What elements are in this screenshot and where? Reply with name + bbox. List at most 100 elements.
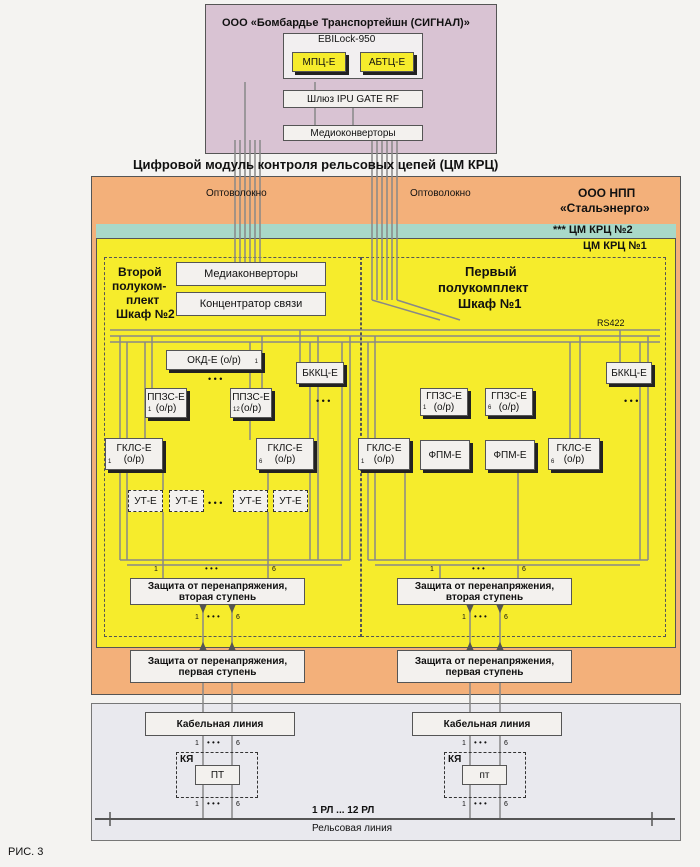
left-p2-ellipsis: • • • xyxy=(207,612,220,621)
right-kya-label: КЯ xyxy=(448,754,462,765)
right-p2-6: 6 xyxy=(504,614,508,621)
left-cable-box: Кабельная линия xyxy=(145,712,295,736)
right-gkls-6-label: ГКЛС-Е (о/р) xyxy=(556,443,592,465)
left-rail-1: 1 xyxy=(195,801,199,808)
left-kya-label: КЯ xyxy=(180,754,194,765)
left-title-2: полуком- xyxy=(112,279,167,293)
gpzs-1-index: 1 xyxy=(423,405,427,411)
ut-box-4: УТ-Е xyxy=(273,490,308,512)
right-protect2-box: Защита от перенапряжения, вторая ступень xyxy=(397,578,572,605)
left-bundle-6: 6 xyxy=(272,566,276,573)
ppzs-box-12: ППЗС-Е (о/р) 12 xyxy=(230,388,272,418)
ppzs-box-1: ППЗС-Е (о/р) 1 xyxy=(145,388,187,418)
left-cable-6: 6 xyxy=(236,740,240,747)
left-protect2-label: Защита от перенапряжения, вторая ступень xyxy=(147,580,288,603)
main-title: Цифровой модуль контроля рельсовых цепей… xyxy=(133,157,499,172)
ppzs-1-index: 1 xyxy=(148,407,152,413)
ut-ellipsis: • • • xyxy=(208,498,223,508)
left-gkls-1-index: 1 xyxy=(108,459,112,465)
right-rail-ellipsis: • • • xyxy=(474,799,487,808)
left-gkls-1-label: ГКЛС-Е (о/р) xyxy=(116,443,152,465)
okd-index: 1 xyxy=(254,359,258,365)
top-mediaconverters-box: Медиоконверторы xyxy=(283,125,423,141)
left-bundle-ellipsis: • • • xyxy=(205,564,218,573)
left-bkkc-box: БККЦ-Е xyxy=(296,362,344,384)
right-protect2-label: Защита от перенапряжения, вторая ступень xyxy=(414,580,555,603)
right-cable-box: Кабельная линия xyxy=(412,712,562,736)
left-protect1-box: Защита от перенапряжения, первая ступень xyxy=(130,650,305,683)
right-cable-6: 6 xyxy=(504,740,508,747)
right-p2-1: 1 xyxy=(462,614,466,621)
gateway-box: Шлюз IPU GATE RF xyxy=(283,90,423,108)
left-gkls-box-6: ГКЛС-Е (о/р) 6 xyxy=(256,438,314,470)
left-protect2-box: Защита от перенапряжения, вторая ступень xyxy=(130,578,305,605)
right-ellipsis-bkkc: • • • xyxy=(624,396,639,406)
left-ellipsis-bkkc: • • • xyxy=(316,396,331,406)
fiber-left-label: Оптоволокно xyxy=(206,188,267,199)
right-protect1-label: Защита от перенапряжения, первая ступень xyxy=(414,655,555,678)
company-line1: ООО НПП xyxy=(578,186,636,200)
right-bundle-ellipsis: • • • xyxy=(472,564,485,573)
ebilock-label: EBILock-950 xyxy=(318,34,376,45)
left-gkls-6-index: 6 xyxy=(259,459,263,465)
left-ellipsis-okd: • • • xyxy=(208,374,223,384)
left-p2-6: 6 xyxy=(236,614,240,621)
right-cable-1: 1 xyxy=(462,740,466,747)
left-p2-1: 1 xyxy=(195,614,199,621)
right-cable-ellipsis: • • • xyxy=(474,738,487,747)
gpzs-6-label: ГПЗС-Е (о/р) xyxy=(491,391,527,413)
ppzs-12-index: 12 xyxy=(233,407,240,413)
left-title-1: Второй xyxy=(118,265,162,279)
left-title-4: Шкаф №2 xyxy=(116,307,175,321)
ppzs-12-label: ППЗС-Е (о/р) xyxy=(232,392,270,414)
left-protect1-label: Защита от перенапряжения, первая ступень xyxy=(147,655,288,678)
bombardier-title: ООО «Бомбардье Транспортейшн (СИГНАЛ)» xyxy=(222,17,470,29)
gpzs-box-1: ГПЗС-Е (о/р) 1 xyxy=(420,388,468,416)
right-gkls-1-label: ГКЛС-Е (о/р) xyxy=(366,443,402,465)
left-pt-box: ПТ xyxy=(195,765,240,785)
okd-box: ОКД-Е (о/р) 1 xyxy=(166,350,262,370)
company-line2: «Стальэнерго» xyxy=(560,201,650,215)
left-mediaconverters-box: Медиаконверторы xyxy=(176,262,326,286)
ut-box-3: УТ-Е xyxy=(233,490,268,512)
left-title-3: плект xyxy=(126,293,160,307)
left-cable-1: 1 xyxy=(195,740,199,747)
rail-line-label: Рельсовая линия xyxy=(312,823,393,834)
rs422-label: RS422 xyxy=(597,318,625,328)
right-title-3: Шкаф №1 xyxy=(458,296,522,311)
okd-label: ОКД-Е (о/р) xyxy=(187,354,241,366)
abtc-box: АБТЦ-Е xyxy=(360,52,414,72)
right-pt-box: пт xyxy=(462,765,507,785)
right-bkkc-box: БККЦ-Е xyxy=(606,362,652,384)
right-rail-1: 1 xyxy=(462,801,466,808)
cm-krc2-label: *** ЦМ КРЦ №2 xyxy=(553,224,633,236)
right-gkls-box-6: ГКЛС-Е (о/р) 6 xyxy=(548,438,600,470)
gpzs-box-6: ГПЗС-Е (о/р) 6 xyxy=(485,388,533,416)
left-kya-frame xyxy=(176,752,258,798)
right-protect1-box: Защита от перенапряжения, первая ступень xyxy=(397,650,572,683)
right-kya-frame xyxy=(444,752,526,798)
left-gkls-6-label: ГКЛС-Е (о/р) xyxy=(267,443,303,465)
right-gkls-6-index: 6 xyxy=(551,459,555,465)
right-gkls-box-1: ГКЛС-Е (о/р) 1 xyxy=(358,438,410,470)
rail-range-label: 1 РЛ ... 12 РЛ xyxy=(312,805,375,816)
mpc-box: МПЦ-Е xyxy=(292,52,346,72)
ppzs-1-label: ППЗС-Е (о/р) xyxy=(147,392,185,414)
right-bundle-1: 1 xyxy=(430,566,434,573)
fpm-box-1: ФПМ-Е xyxy=(420,440,470,470)
concentrator-box: Концентратор связи xyxy=(176,292,326,316)
left-rail-6: 6 xyxy=(236,801,240,808)
right-p2-ellipsis: • • • xyxy=(474,612,487,621)
ut-box-2: УТ-Е xyxy=(169,490,204,512)
right-title-2: полукомплект xyxy=(438,280,529,295)
cm-krc2-band xyxy=(96,224,676,238)
gpzs-1-label: ГПЗС-Е (о/р) xyxy=(426,391,462,413)
left-rail-ellipsis: • • • xyxy=(207,799,220,808)
figure-caption: РИС. 3 xyxy=(8,846,44,858)
fpm-box-2: ФПМ-Е xyxy=(485,440,535,470)
ut-box-1: УТ-Е xyxy=(128,490,163,512)
right-gkls-1-index: 1 xyxy=(361,459,365,465)
right-title-1: Первый xyxy=(465,264,517,279)
left-cable-ellipsis: • • • xyxy=(207,738,220,747)
right-rail-6: 6 xyxy=(504,801,508,808)
